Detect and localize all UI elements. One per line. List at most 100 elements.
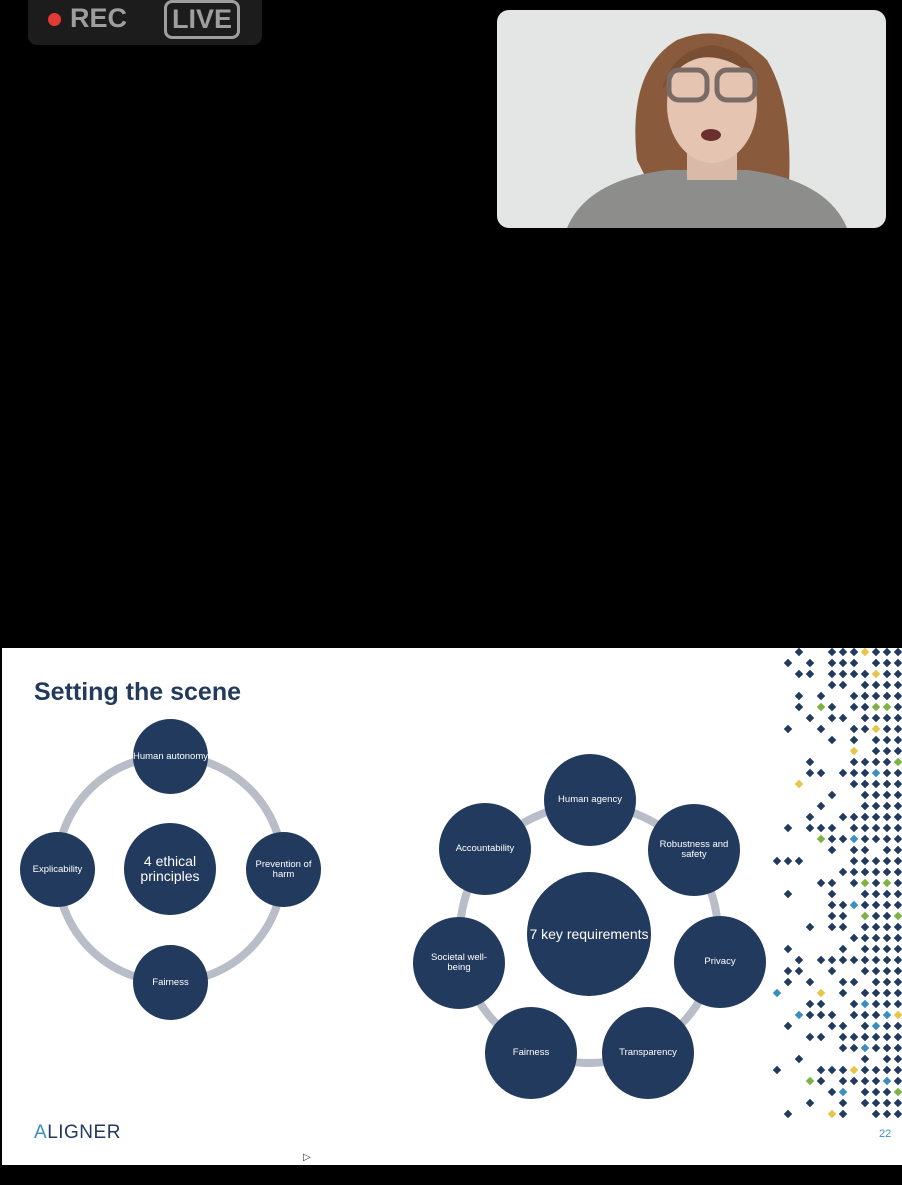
diamond-mark — [794, 648, 804, 657]
diamond-mark — [882, 648, 892, 657]
diamond-mark — [860, 1076, 870, 1086]
diamond-mark — [816, 691, 826, 701]
diamond-mark — [882, 944, 892, 954]
diamond-mark — [860, 944, 870, 954]
diamond-mark — [882, 680, 892, 690]
diamond-mark — [783, 823, 793, 833]
diamond-mark — [838, 768, 848, 778]
diamond-mark — [871, 900, 881, 910]
diamond-mark — [849, 812, 859, 822]
requirement-node: Transparency — [602, 1007, 694, 1099]
diamond-mark — [893, 801, 902, 811]
diamond-mark — [772, 856, 782, 866]
diamond-mark — [893, 746, 902, 756]
diamond-mark — [893, 1043, 902, 1053]
diamond-mark — [893, 977, 902, 987]
diamond-mark — [882, 691, 892, 701]
diamond-mark — [871, 790, 881, 800]
diamond-mark — [893, 988, 902, 998]
diamond-mark — [871, 933, 881, 943]
diamond-mark — [816, 702, 826, 712]
diamond-mark — [882, 966, 892, 976]
diamond-mark — [783, 944, 793, 954]
diamond-mark — [794, 702, 804, 712]
diamond-mark — [860, 790, 870, 800]
diamond-mark — [827, 713, 837, 723]
diamond-mark — [882, 1021, 892, 1031]
diamond-mark — [882, 999, 892, 1009]
diamond-mark — [882, 757, 892, 767]
diamond-mark — [893, 944, 902, 954]
requirement-node: Societal well-being — [413, 917, 505, 1009]
diamond-mark — [893, 966, 902, 976]
requirement-node: Accountability — [439, 803, 531, 895]
diamond-mark — [882, 1098, 892, 1108]
diamond-mark — [871, 988, 881, 998]
diamond-mark — [882, 801, 892, 811]
diamond-mark — [827, 911, 837, 921]
diamond-mark — [849, 1032, 859, 1042]
diamond-mark — [827, 922, 837, 932]
diamond-mark — [871, 746, 881, 756]
diamond-mark — [794, 856, 804, 866]
diamond-mark — [893, 757, 902, 767]
diamond-mark — [849, 1065, 859, 1075]
principle-node: Human autonomy — [133, 719, 208, 794]
diamond-mark — [871, 1043, 881, 1053]
diamond-mark — [805, 757, 815, 767]
diamond-mark — [893, 889, 902, 899]
diamond-mark — [816, 999, 826, 1009]
diamond-mark — [882, 1054, 892, 1064]
diamond-mark — [882, 845, 892, 855]
mouse-cursor-icon: ▷ — [303, 1152, 311, 1163]
diamond-mark — [882, 669, 892, 679]
diamond-mark — [860, 1043, 870, 1053]
diamond-mark — [838, 680, 848, 690]
diamond-mark — [794, 669, 804, 679]
diamond-mark — [871, 889, 881, 899]
diamond-mark — [893, 922, 902, 932]
principle-node: Prevention of harm — [246, 832, 321, 907]
diamond-mark — [849, 669, 859, 679]
diamond-mark — [893, 1054, 902, 1064]
diamond-mark — [783, 889, 793, 899]
diamond-mark — [871, 658, 881, 668]
diamond-mark — [838, 867, 848, 877]
diamond-mark — [860, 757, 870, 767]
diamond-mark — [871, 1021, 881, 1031]
diamond-mark — [794, 691, 804, 701]
diamond-mark — [783, 977, 793, 987]
diamond-mark — [893, 955, 902, 965]
diamond-mark — [893, 648, 902, 657]
diamond-mark — [882, 856, 892, 866]
diamond-mark — [860, 867, 870, 877]
diamond-mark — [805, 922, 815, 932]
diamond-mark — [893, 1109, 902, 1119]
requirements-center: 7 key requirements — [527, 872, 651, 996]
diamond-mark — [893, 823, 902, 833]
diamond-mark — [860, 702, 870, 712]
diamond-mark — [794, 1054, 804, 1064]
speaker-video[interactable] — [497, 10, 886, 228]
diamond-mark — [849, 1076, 859, 1086]
diamond-mark — [871, 1109, 881, 1119]
diamond-mark — [849, 977, 859, 987]
diamond-mark — [882, 933, 892, 943]
diamond-mark — [871, 977, 881, 987]
diamond-mark — [838, 1076, 848, 1086]
diamond-mark — [860, 856, 870, 866]
diamond-mark — [816, 834, 826, 844]
diamond-mark — [838, 669, 848, 679]
diamond-mark — [838, 1087, 848, 1097]
diamond-mark — [827, 955, 837, 965]
diamond-mark — [893, 790, 902, 800]
diamond-mark — [838, 977, 848, 987]
diamond-mark — [882, 867, 892, 877]
diamond-mark — [882, 1065, 892, 1075]
diamond-mark — [827, 966, 837, 976]
diamond-mark — [860, 669, 870, 679]
diamond-mark — [805, 1098, 815, 1108]
diamond-mark — [805, 1076, 815, 1086]
diamond-mark — [871, 834, 881, 844]
diamond-mark — [816, 955, 826, 965]
